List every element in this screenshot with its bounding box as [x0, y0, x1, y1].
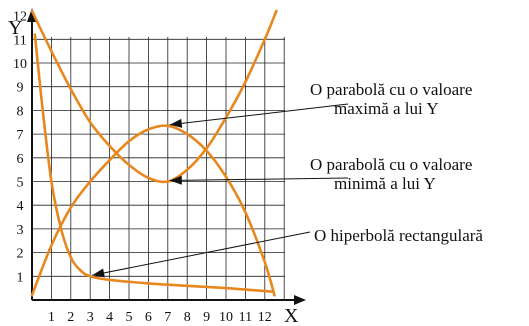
annotation-arrow-head: [169, 175, 182, 185]
y-tick-label: 12: [13, 10, 27, 25]
x-axis-arrow: [294, 295, 306, 305]
y-tick-label: 8: [17, 104, 24, 119]
x-tick-label: 6: [145, 310, 152, 325]
series-line-3: [33, 33, 274, 293]
y-tick-label: 9: [17, 81, 24, 96]
y-tick-label: 11: [13, 33, 26, 48]
curves: [30, 9, 278, 297]
y-tick-label: 1: [17, 270, 24, 285]
y-tick-label: 5: [17, 176, 24, 191]
axes: [27, 8, 306, 305]
x-tick-label: 5: [126, 310, 133, 325]
y-tick-label: 2: [17, 247, 24, 262]
y-axis-label: Y: [8, 17, 22, 39]
annotation-text: maximă a lui Y: [334, 99, 439, 118]
x-tick-label: 9: [203, 310, 210, 325]
annotation-arrow-head: [92, 268, 105, 278]
series-line-1: [30, 124, 276, 297]
annotation-arrow-line: [92, 231, 311, 276]
y-tick-label: 7: [17, 128, 24, 143]
x-tick-label: 12: [258, 310, 272, 325]
annotation-text: O parabolă cu o valoare: [310, 155, 472, 174]
x-tick-label: 7: [164, 310, 171, 325]
x-tick-label: 4: [106, 310, 113, 325]
y-tick-label: 6: [17, 152, 24, 167]
x-axis-label: X: [284, 305, 299, 326]
x-tick-label: 11: [239, 310, 252, 325]
y-tick-label: 3: [17, 223, 24, 238]
x-tick-label: 2: [67, 310, 74, 325]
x-tick-label: 3: [87, 310, 94, 325]
annotation-arrow-line: [169, 103, 349, 126]
annotation-text: O hiperbolă rectangulară: [314, 226, 483, 245]
annotation-arrow-line: [169, 177, 349, 181]
annotation-text: minimă a lui Y: [334, 174, 436, 193]
y-tick-label: 4: [17, 199, 24, 214]
y-tick-label: 10: [13, 57, 27, 72]
annotation-arrow-head: [169, 118, 183, 128]
x-tick-label: 1: [48, 310, 55, 325]
annotation-text: O parabolă cu o valoare: [310, 80, 472, 99]
x-tick-label: 8: [184, 310, 191, 325]
series-line-2: [30, 9, 278, 184]
x-tick-label: 10: [219, 310, 233, 325]
